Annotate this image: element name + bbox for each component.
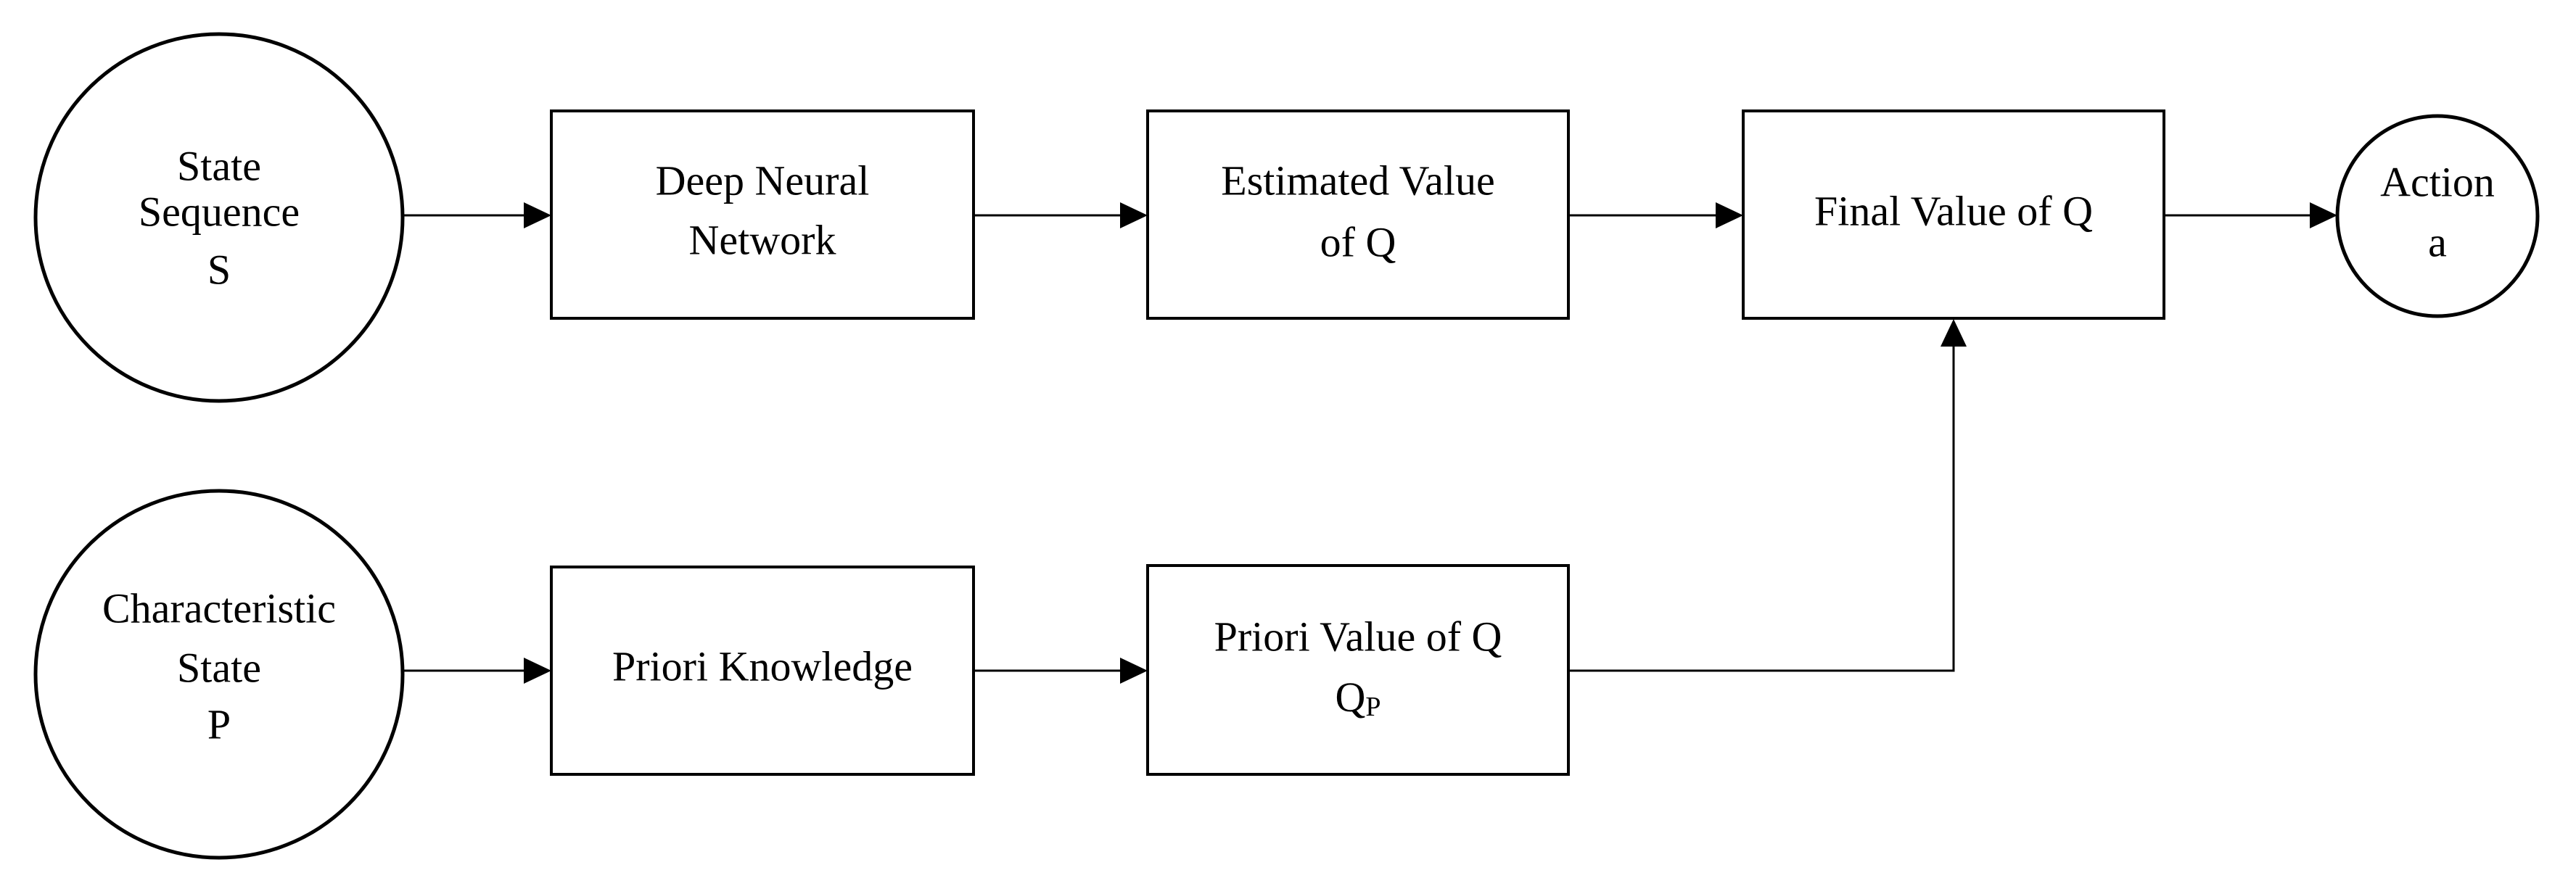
priori-value-box — [1146, 564, 1570, 776]
edge-estimated-to-final-arrowhead — [1716, 202, 1743, 228]
deep-neural-network-line-2: Network — [689, 216, 836, 263]
deep-neural-network-box — [550, 109, 975, 320]
estimated-value-line-2: of Q — [1320, 218, 1396, 265]
edge-state-to-dnn — [403, 202, 551, 228]
edge-priori-value-to-final-line — [1568, 345, 1955, 672]
deep-neural-network-line-1: Deep Neural — [656, 157, 870, 204]
estimated-value-box — [1146, 109, 1570, 320]
edge-state-to-dnn-arrowhead — [524, 202, 551, 228]
final-value-box — [1742, 109, 2165, 320]
node-estimated-value: Estimated Value of Q — [1146, 109, 1570, 320]
edge-priori-knowledge-to-priori-value — [974, 658, 1148, 684]
node-state-sequence: State Sequence S — [33, 32, 405, 403]
edge-characteristic-to-priori-knowledge-arrowhead — [524, 658, 551, 684]
node-action: Action a — [2335, 114, 2540, 318]
edge-priori-value-to-final-arrowhead — [1941, 319, 1967, 347]
edge-characteristic-to-priori-knowledge — [403, 658, 551, 684]
priori-value-symbol: QP — [1335, 674, 1380, 721]
priori-knowledge-label: Priori Knowledge — [612, 642, 913, 690]
estimated-value-line-1: Estimated Value — [1221, 157, 1494, 204]
edge-final-to-action-arrowhead — [2310, 202, 2337, 228]
edge-priori-value-to-final — [1568, 319, 1967, 672]
priori-value-subscript: P — [1365, 692, 1380, 722]
edge-final-to-action — [2164, 202, 2337, 228]
node-characteristic-state: Characteristic State P — [33, 489, 405, 860]
characteristic-state-line-1: Characteristic — [102, 584, 336, 632]
node-priori-value: Priori Value of Q QP — [1146, 564, 1570, 776]
priori-value-symbol-q: Q — [1335, 674, 1365, 721]
priori-knowledge-box — [550, 566, 975, 776]
state-sequence-circle — [33, 32, 405, 403]
edge-dnn-to-estimated — [974, 202, 1148, 228]
edge-priori-knowledge-to-priori-value-arrowhead — [1120, 658, 1148, 684]
edge-estimated-to-final — [1568, 202, 1743, 228]
node-final-value: Final Value of Q — [1742, 109, 2165, 320]
edge-dnn-to-estimated-arrowhead — [1120, 202, 1148, 228]
characteristic-state-line-3: P — [207, 700, 231, 748]
action-line-1: Action — [2380, 158, 2495, 205]
characteristic-state-circle — [33, 489, 405, 860]
state-sequence-line-2: Sequence — [139, 188, 300, 235]
state-sequence-line-1: State — [177, 142, 261, 189]
priori-value-line-1: Priori Value of Q — [1214, 613, 1502, 660]
characteristic-state-line-2: State — [177, 644, 261, 691]
final-value-label: Final Value of Q — [1814, 187, 2093, 234]
action-circle — [2335, 114, 2540, 318]
node-priori-knowledge: Priori Knowledge — [550, 566, 975, 776]
action-line-2: a — [2428, 218, 2447, 265]
node-deep-neural-network: Deep Neural Network — [550, 109, 975, 320]
state-sequence-line-3: S — [207, 246, 231, 293]
